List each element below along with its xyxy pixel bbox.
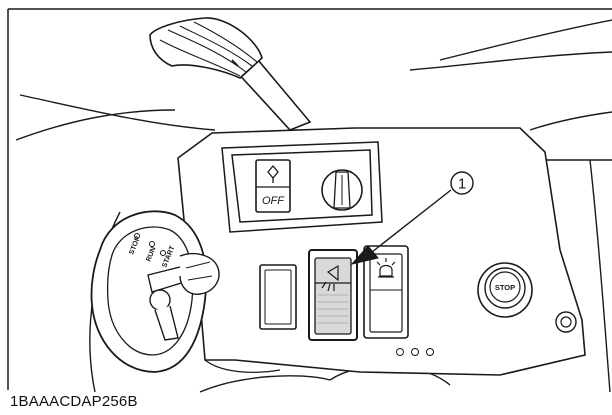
stop-button-label: STOP	[495, 283, 515, 292]
blank-switch-plate	[259, 264, 297, 330]
beacon-switch[interactable]	[363, 245, 409, 339]
rocker-switch[interactable]: OFF	[255, 159, 291, 213]
work-light-icon	[321, 264, 339, 292]
callout-circle	[450, 171, 474, 195]
key-switch-dots	[134, 233, 166, 256]
callout-number: 1	[458, 176, 466, 193]
figure-frame	[7, 8, 612, 390]
switch-texture	[318, 294, 348, 324]
panel-bottom-holes	[396, 348, 434, 356]
work-light-switch[interactable]	[308, 249, 358, 341]
figure-code-caption: 1BAAACDAP256B	[10, 393, 138, 410]
control-lever	[149, 17, 312, 131]
beacon-icon	[376, 258, 396, 278]
stop-button[interactable]: STOP	[477, 262, 533, 318]
rocker-symbol-icon	[267, 164, 279, 183]
callout: 1	[350, 171, 474, 265]
ignition-key-icon	[147, 252, 220, 341]
callout-leader-line	[371, 189, 452, 253]
rotary-knob[interactable]	[321, 169, 363, 211]
callout-arrowhead	[350, 245, 379, 265]
rocker-off-label: OFF	[262, 195, 285, 207]
ignition-key-switch[interactable]: STOP RUN START	[90, 210, 220, 373]
